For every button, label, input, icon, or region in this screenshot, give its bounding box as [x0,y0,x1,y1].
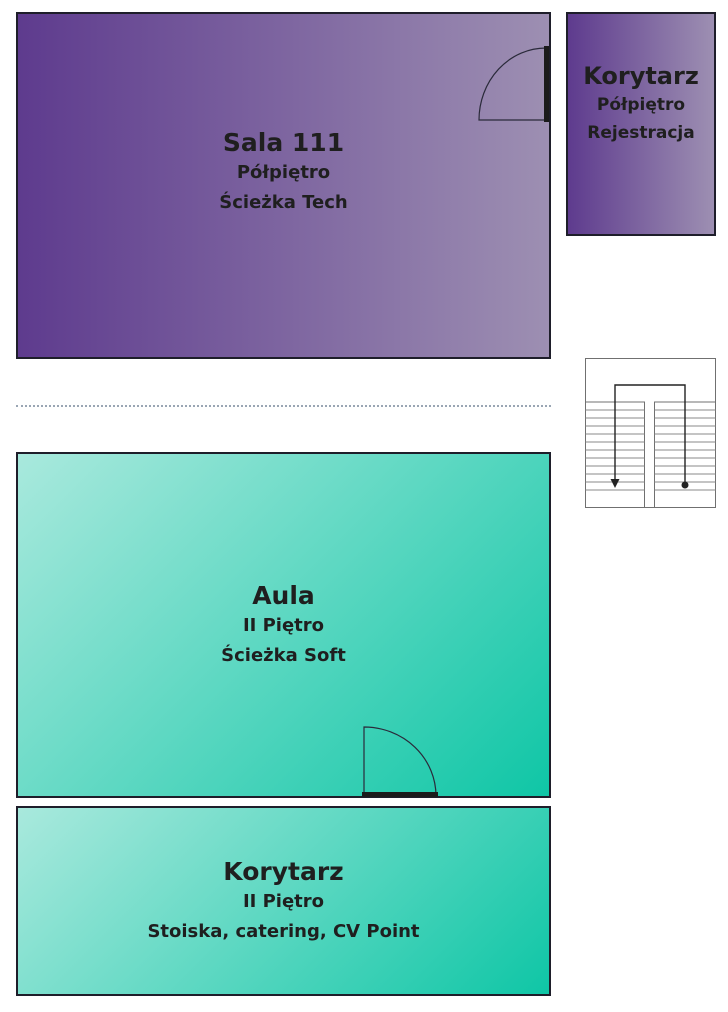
room-track: Rejestracja [587,123,695,143]
room-floor: Półpiętro [596,94,686,115]
room-name: Sala 111 [222,128,345,158]
room-name: Korytarz [223,856,344,886]
room-name: Korytarz [583,61,699,90]
room-floor: II Piętro [242,890,325,912]
room-korytarz-polpietro[interactable]: Korytarz Półpiętro Rejestracja [566,12,716,236]
room-name: Aula [252,580,315,610]
room-track: Ścieżka Soft [221,644,346,666]
room-track: Stoiska, catering, CV Point [147,920,420,942]
room-korytarz-ii-pietro[interactable]: Korytarz II Piętro Stoiska, catering, CV… [16,806,551,996]
room-floor: II Piętro [242,614,325,636]
stairs-icon [585,358,716,508]
room-floor: Półpiętro [236,162,331,184]
room-aula[interactable]: Aula II Piętro Ścieżka Soft [16,452,551,798]
room-sala-111[interactable]: Sala 111 Półpiętro Ścieżka Tech [16,12,551,359]
floor-divider [16,405,551,407]
room-track: Ścieżka Tech [219,192,348,214]
